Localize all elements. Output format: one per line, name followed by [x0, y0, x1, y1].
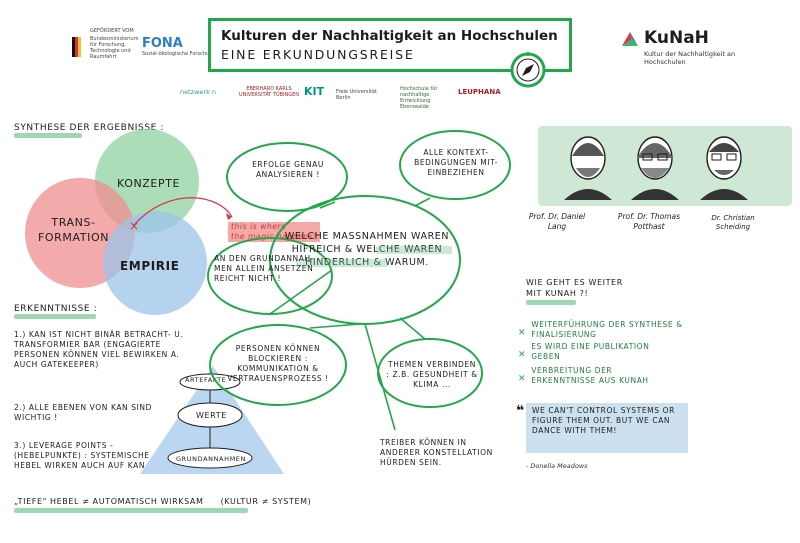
person-name-scheiding: Dr. Christian Scheiding — [711, 214, 755, 232]
culture-system-note: (Kultur ≠ System) — [220, 497, 312, 506]
fu-berlin-logo: Freie Universität Berlin — [336, 89, 377, 101]
kunah-subtitle: Kultur der Nachhaltigkeit an Hochschulen — [644, 50, 736, 67]
person-avatar-scheiding — [696, 128, 752, 204]
pyramid-level-artifacts: ARTEFAKTE — [185, 376, 227, 384]
mindmap-node-persons: PERSONEN KÖNNEN BLOCKIEREN : KOMMUNIKATI… — [227, 344, 329, 384]
quote-mark-icon: ❝ — [516, 403, 525, 419]
mindmap-shapes — [207, 130, 511, 431]
synthesis-underline — [14, 133, 82, 138]
leuphana-logo: LEUPHANA — [458, 88, 501, 96]
finding-item-2: 2.) Alle Ebenen von KaN sind wichtig ! — [14, 403, 153, 423]
next-step-2-text: ES WIRD EINE PUBLIKATION GEBEN — [531, 342, 650, 362]
fona-name: FONA — [142, 36, 183, 51]
title-box — [208, 18, 572, 72]
mindmap-node-context: ALLE KONTEXT-BEDINGUNGEN MIT-EINBEZIEHEN — [414, 148, 498, 178]
mindmap-center: WELCHE MASSNAHMEN WAREN HIFREICH & WELCH… — [282, 231, 452, 269]
magic-note: this is where the magic happens! — [228, 222, 320, 243]
mindmap-node-success: ERFOLGE GENAU ANALYSIEREN ! — [252, 160, 324, 180]
netzwerk-n-label: netzwerk n — [180, 88, 217, 96]
page-subtitle: EINE ERKUNDUNGSREISE — [221, 47, 415, 62]
findings-underline — [14, 314, 96, 319]
kit-logo: KIT — [304, 85, 325, 98]
svg-text:×: × — [129, 219, 139, 233]
kunah-name: KuNaH — [644, 28, 709, 48]
mindmap-node-assumptions: AN DEN GRUNDANNAH-MEN ALLEIN ANSETZEN RE… — [214, 254, 315, 284]
venn-label-transformation: TRANS- FORMATION — [38, 216, 110, 244]
bmbf-name: Bundesministerium für Forschung, Technol… — [90, 36, 139, 60]
mindmap-center-text: WELCHE MASSNAHMEN WAREN HIFREICH & WELCH… — [284, 231, 450, 268]
bottom-line-underline — [14, 508, 248, 513]
finding-bottom-line: „Tiefe" Hebel ≠ automatisch wirksam (Kul… — [14, 497, 311, 508]
check-icon: ✕ — [518, 350, 527, 360]
findings-heading: Erkenntnisse : — [14, 304, 98, 314]
finding-item-1: 1.) KaN ist nicht binär betracht- u. tra… — [14, 330, 184, 370]
venn-label-concepts: Konzepte — [117, 177, 181, 190]
venn-label-empiricism: EMPIRIE — [120, 259, 180, 273]
mindmap-node-topics: THEMEN VERBINDEN : Z.B. GESUNDHEIT & KLI… — [386, 360, 478, 390]
bmbf-logo: GEFÖRDERT VOM Bundesministerium für Fors… — [60, 28, 139, 72]
next-step-2: ✕ ES WIRD EINE PUBLIKATION GEBEN — [518, 342, 698, 362]
netzwerk-n-logo: netzwerk n — [180, 88, 216, 96]
pyramid-level-values: WERTE — [196, 411, 227, 420]
check-icon: ✕ — [518, 328, 527, 338]
hnee-logo: Hochschule für nachhaltige Entwicklung E… — [400, 86, 438, 110]
next-step-1-text: WEITERFÜHRUNG DER SYNTHESE & FINALISIERU… — [531, 320, 683, 340]
venn-diagram: × — [25, 129, 233, 315]
culture-pyramid — [140, 366, 284, 474]
person-name-potthast: Prof. Dr. Thomas Potthast — [617, 212, 681, 231]
person-name-lang: Prof. Dr. Daniel Lang — [528, 212, 586, 231]
compass-icon — [508, 50, 548, 94]
tuebingen-logo: EBERHARD KARLS UNIVERSITÄT TÜBINGEN — [238, 86, 300, 98]
next-steps-heading: WIE GEHT ES WEITER MIT KuNaH ?! — [526, 278, 623, 298]
kunah-mark-icon — [622, 32, 638, 46]
bmbf-small-label: GEFÖRDERT VOM — [90, 28, 134, 34]
pyramid-level-assumptions: GRUNDANNAHMEN — [176, 455, 246, 463]
person-avatar-lang — [560, 128, 616, 204]
next-step-3-text: VERBREITUNG DER ERKENNTNISSE AUS KuNaH — [531, 366, 649, 386]
quote-author: - Donella Meadows — [526, 462, 588, 470]
synthesis-heading: Synthese der Ergebnisse : — [14, 123, 165, 133]
mindmap-node-drivers: TREIBER KÖNNEN IN ANDERER KONSTELLATION … — [380, 438, 493, 468]
federal-eagle-icon — [68, 35, 86, 65]
next-steps-underline — [526, 300, 576, 305]
next-step-1: ✕ WEITERFÜHRUNG DER SYNTHESE & FINALISIE… — [518, 320, 698, 340]
partner-logos: netzwerk n EBERHARD KARLS UNIVERSITÄT TÜ… — [180, 84, 510, 110]
page-title: Kulturen der Nachhaltigkeit an Hochschul… — [221, 28, 558, 44]
fona-subtitle: Sozial-ökologische Forschung — [142, 51, 216, 57]
finding-item-3: 3.) Leverage Points - (Hebelpunkte) : sy… — [14, 441, 150, 471]
next-step-3: ✕ VERBREITUNG DER ERKENNTNISSE AUS KuNaH — [518, 366, 698, 386]
fona-logo: FONA Sozial-ökologische Forschung — [142, 36, 215, 57]
check-icon: ✕ — [518, 374, 527, 384]
center-highlight-1 — [376, 246, 452, 254]
deep-levers-text: „Tiefe" Hebel ≠ automatisch wirksam — [14, 497, 204, 506]
quote-highlight — [526, 403, 688, 453]
quote-text: WE CAN'T CONTROL SYSTEMS OR FIGURE THEM … — [532, 406, 675, 436]
center-highlight-2 — [296, 259, 388, 267]
person-avatar-potthast — [627, 128, 683, 204]
